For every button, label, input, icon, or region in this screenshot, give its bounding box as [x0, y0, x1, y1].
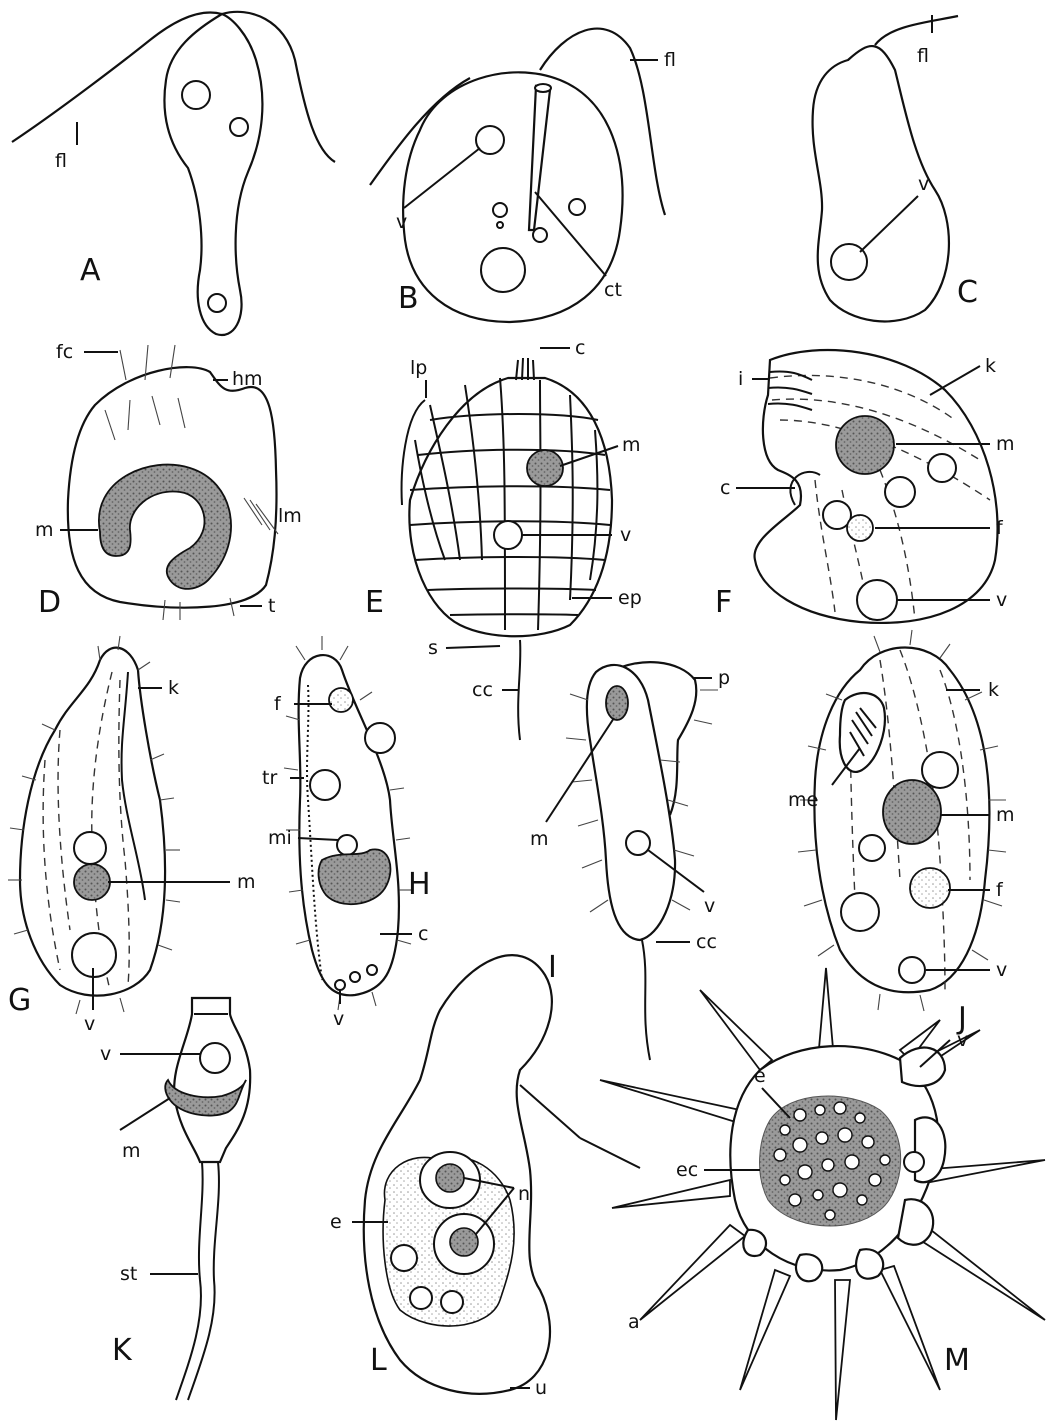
- panel-letter-g: G: [8, 983, 31, 1018]
- label-i-cc: cc: [696, 931, 717, 953]
- label-h-tr: tr: [262, 767, 277, 789]
- label-f-m: m: [996, 433, 1015, 455]
- label-b-v: v: [396, 211, 407, 233]
- panel-h: f tr mi c v H: [262, 636, 431, 1030]
- label-l-u: u: [535, 1377, 547, 1399]
- panel-letter-e: E: [365, 585, 384, 620]
- label-e-cc: cc: [472, 679, 493, 701]
- panel-f: i k m c f v F: [715, 350, 1015, 623]
- label-d-m: m: [35, 519, 54, 541]
- label-b-ct: ct: [604, 279, 622, 301]
- label-m-ec: ec: [676, 1159, 698, 1181]
- label-d-hm: hm: [232, 368, 263, 390]
- label-e-c: c: [575, 337, 585, 359]
- label-f-v: v: [996, 589, 1007, 611]
- panel-m: v e ec a M: [520, 968, 1045, 1420]
- panel-letter-f: F: [715, 585, 732, 620]
- label-h-mi: mi: [268, 827, 292, 849]
- label-k-v: v: [100, 1043, 111, 1065]
- panel-letter-c: C: [957, 275, 978, 310]
- label-m-e: e: [754, 1065, 766, 1087]
- label-i-p: p: [718, 667, 730, 689]
- panel-i: p m v cc I: [530, 662, 730, 1060]
- panel-letter-h: H: [408, 867, 431, 902]
- label-f-k: k: [985, 355, 996, 377]
- panel-letter-m: M: [944, 1343, 970, 1378]
- panel-letter-a: A: [80, 253, 101, 288]
- label-j-v: v: [996, 959, 1007, 981]
- label-d-t: t: [268, 595, 275, 617]
- label-h-f: f: [274, 693, 282, 715]
- label-e-m: m: [622, 434, 641, 456]
- panel-l: n e u L: [330, 955, 552, 1399]
- label-d-lm: lm: [278, 505, 302, 527]
- label-e-ep: ep: [618, 587, 642, 609]
- label-m-a: a: [628, 1311, 640, 1333]
- panel-b: fl v ct B: [370, 29, 676, 322]
- panel-c: fl v C: [813, 15, 978, 321]
- label-e-lp: lp: [410, 357, 427, 379]
- label-l-e: e: [330, 1211, 342, 1233]
- panel-letter-k: K: [112, 1333, 133, 1368]
- panel-letter-i: I: [548, 950, 557, 985]
- panel-g: k m v G: [8, 636, 256, 1035]
- label-j-me: me: [788, 789, 818, 811]
- label-g-m: m: [237, 871, 256, 893]
- body-i: [587, 665, 675, 940]
- panel-j: k me m f v J: [788, 630, 1015, 1036]
- label-d-fc: fc: [56, 341, 73, 363]
- label-i-v: v: [704, 895, 715, 917]
- panel-k: v m st K: [100, 998, 250, 1400]
- label-i-m: m: [530, 828, 549, 850]
- label-f-f: f: [996, 517, 1004, 539]
- panel-letter-d: D: [38, 585, 61, 620]
- label-e-s: s: [428, 637, 438, 659]
- label-h-v: v: [333, 1008, 344, 1030]
- label-e-v: v: [620, 524, 631, 546]
- label-f-c: c: [720, 477, 730, 499]
- label-k-st: st: [120, 1263, 137, 1285]
- label-b-fl: fl: [664, 49, 676, 71]
- label-g-k: k: [168, 677, 179, 699]
- label-g-v: v: [84, 1013, 95, 1035]
- label-j-f: f: [996, 879, 1004, 901]
- label-j-k: k: [988, 679, 999, 701]
- label-f-i: i: [738, 368, 743, 390]
- label-l-n: n: [518, 1183, 530, 1205]
- label-k-m: m: [122, 1140, 141, 1162]
- panel-a: fl A: [12, 12, 335, 335]
- panel-letter-l: L: [370, 1343, 387, 1378]
- panel-d: fc hm lm m t D: [35, 341, 302, 620]
- label-c-fl: fl: [917, 45, 929, 67]
- label-c-v: v: [918, 173, 929, 195]
- label-h-c: c: [418, 923, 428, 945]
- label-m-v: v: [957, 1029, 968, 1051]
- panel-letter-b: B: [398, 281, 419, 316]
- label-j-m: m: [996, 804, 1015, 826]
- label-a-fl: fl: [55, 150, 67, 172]
